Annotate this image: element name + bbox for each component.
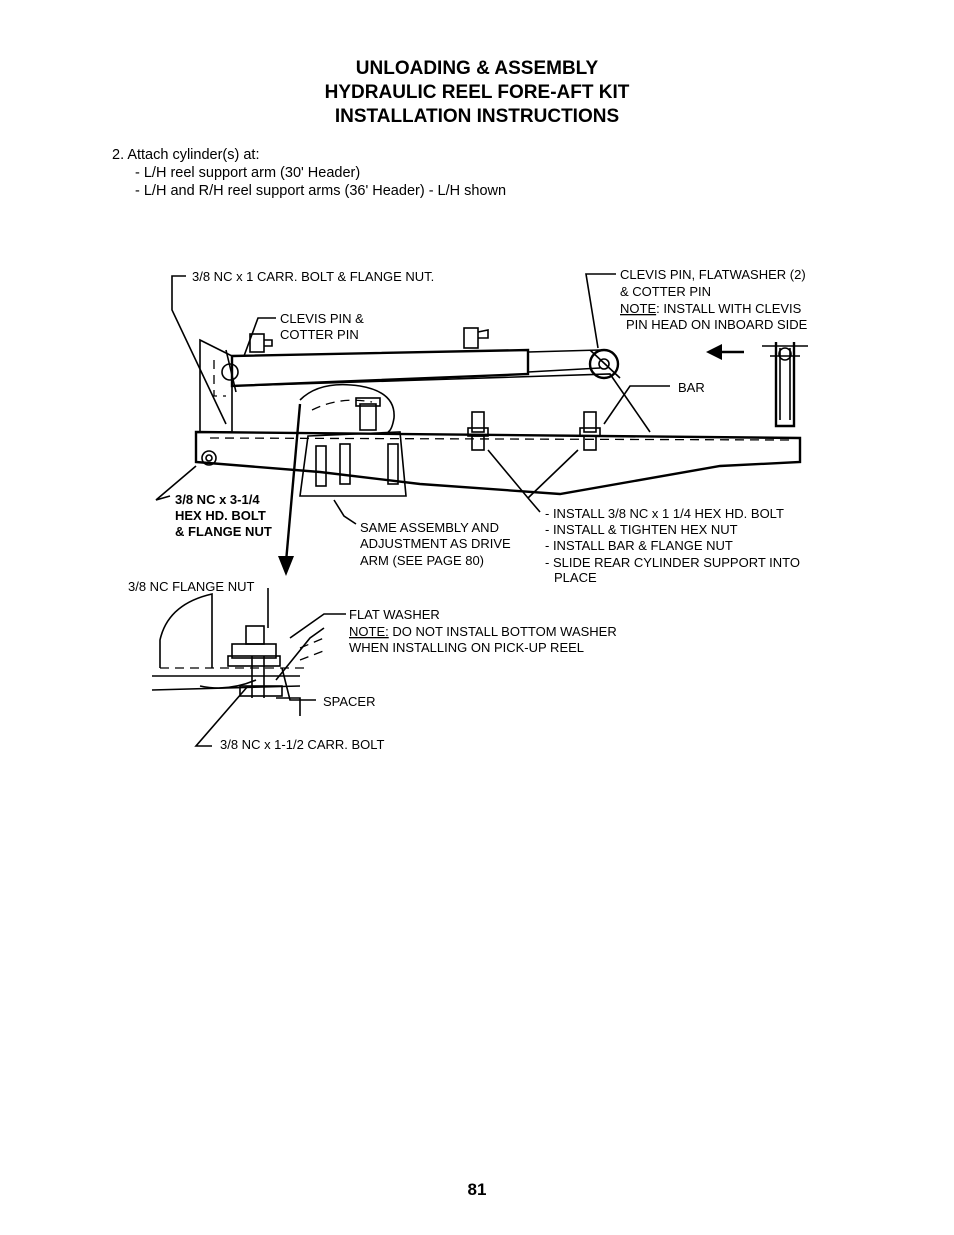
step-sub-item-1: - L/H reel support arm (30' Header) [135, 165, 361, 181]
callout-same-assembly-1: SAME ASSEMBLY AND [360, 520, 499, 535]
step-main-text: 2. Attach cylinder(s) at: [112, 147, 260, 163]
callout-install-1: - INSTALL 3/8 NC x 1 1/4 HEX HD. BOLT [545, 506, 784, 521]
callout-clevis-note-1: NOTE: INSTALL WITH CLEVIS [620, 301, 802, 316]
bolt-detail-drawing [151, 592, 346, 747]
callout-clevis-pin-2: COTTER PIN [280, 327, 359, 342]
callout-washer-note-2: WHEN INSTALLING ON PICK-UP REEL [349, 640, 584, 655]
step-sub-item-2: - L/H and R/H reel support arms (36' Hea… [135, 183, 507, 199]
callout-flat-washer: FLAT WASHER [349, 607, 440, 622]
callout-flange-nut: 3/8 NC FLANGE NUT [128, 579, 254, 594]
page-title-line-2: HYDRAULIC REEL FORE-AFT KIT [324, 82, 630, 103]
callout-washer-note-1: NOTE: DO NOT INSTALL BOTTOM WASHER [349, 624, 617, 639]
callout-install-5: PLACE [554, 570, 597, 585]
reel-arm-drawing [194, 327, 808, 576]
callout-hex-bolt-2: HEX HD. BOLT [175, 508, 266, 523]
page-number: 81 [467, 1180, 487, 1199]
callout-clevis-note-2: PIN HEAD ON INBOARD SIDE [626, 317, 808, 332]
callout-bar: BAR [678, 380, 705, 395]
callout-hex-bolt-1: 3/8 NC x 3-1/4 [175, 492, 260, 507]
page-title-line-1: UNLOADING & ASSEMBLY [355, 58, 599, 79]
note-label-2: NOTE: [349, 624, 389, 639]
clevis-note-text: : INSTALL WITH CLEVIS [656, 301, 802, 316]
callout-install-4: - SLIDE REAR CYLINDER SUPPORT INTO [545, 555, 800, 570]
page-title-line-3: INSTALLATION INSTRUCTIONS [334, 106, 620, 127]
leader-lines [155, 273, 670, 628]
callout-install-3: - INSTALL BAR & FLANGE NUT [545, 538, 733, 553]
callout-install-2: - INSTALL & TIGHTEN HEX NUT [545, 522, 738, 537]
callout-clevis-flatwasher-2: & COTTER PIN [620, 284, 711, 299]
callout-same-assembly-3: ARM (SEE PAGE 80) [360, 553, 484, 568]
callout-spacer: SPACER [323, 694, 376, 709]
instruction-step-2: 2. Attach cylinder(s) at: - L/H reel sup… [112, 146, 506, 200]
callout-clevis-flatwasher-1: CLEVIS PIN, FLATWASHER (2) [620, 267, 806, 282]
callout-carr-bolt-2: 3/8 NC x 1-1/2 CARR. BOLT [220, 737, 385, 752]
callout-same-assembly-2: ADJUSTMENT AS DRIVE [360, 536, 511, 551]
washer-note-text: DO NOT INSTALL BOTTOM WASHER [389, 624, 617, 639]
callout-clevis-pin-1: CLEVIS PIN & [280, 311, 364, 326]
note-label: NOTE [620, 301, 656, 316]
callout-hex-bolt-3: & FLANGE NUT [175, 524, 272, 539]
callout-carr-bolt-flange-nut: 3/8 NC x 1 CARR. BOLT & FLANGE NUT. [192, 269, 434, 284]
